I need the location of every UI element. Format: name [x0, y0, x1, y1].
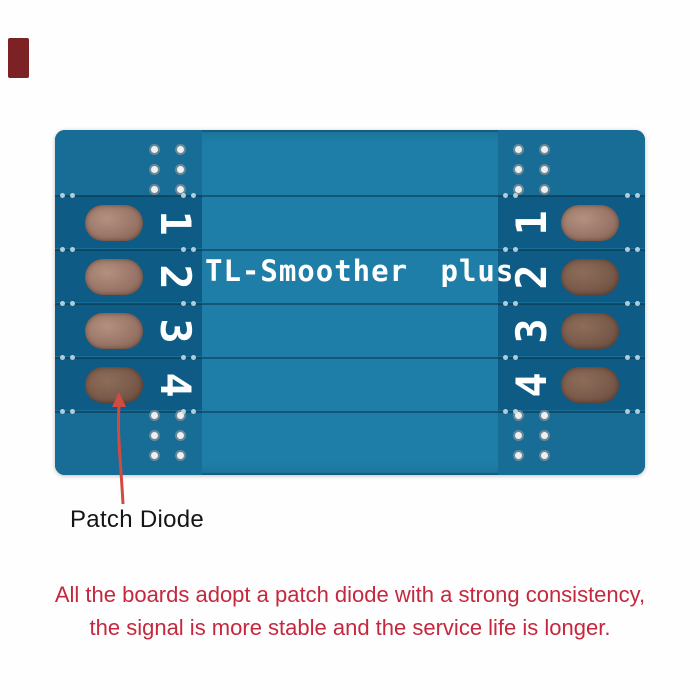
vcut-line: [55, 195, 645, 197]
via-dot: [175, 410, 186, 421]
pin-number-right-3: 3: [507, 318, 556, 344]
via-dot: [149, 184, 160, 195]
mouse-bite-dot: [503, 409, 508, 414]
via-dot: [513, 144, 524, 155]
via-dot: [175, 164, 186, 175]
via-dot: [175, 144, 186, 155]
board-title: TL-Smoother plus: [205, 254, 515, 288]
via-dot: [539, 450, 550, 461]
mouse-bite-dot: [70, 193, 75, 198]
pin-number-right-4: 4: [507, 372, 556, 398]
via-dot: [175, 430, 186, 441]
mouse-bite-dot: [181, 193, 186, 198]
vcut-line: [55, 249, 645, 251]
pcb-board: 1 2 3 4 1 2 3 4 TL-Smoother plus: [55, 130, 645, 475]
mouse-bite-dot: [60, 247, 65, 252]
pin-number-right-2: 2: [507, 264, 556, 290]
mouse-bite-dot: [60, 409, 65, 414]
mouse-bite-dot: [635, 193, 640, 198]
mouse-bite-dot: [60, 193, 65, 198]
mouse-bite-dot: [70, 409, 75, 414]
mouse-bite-dot: [503, 355, 508, 360]
mouse-bite-dot: [625, 355, 630, 360]
via-dot: [175, 450, 186, 461]
mouse-bite-dot: [513, 355, 518, 360]
mouse-bite-dot: [191, 247, 196, 252]
solder-pad-left-2: [85, 259, 143, 295]
vcut-line: [55, 411, 645, 413]
via-dot: [149, 164, 160, 175]
mouse-bite-dot: [191, 193, 196, 198]
mouse-bite-dot: [635, 247, 640, 252]
caption-line-2: the signal is more stable and the servic…: [89, 615, 611, 640]
mouse-bite-dot: [635, 301, 640, 306]
via-dot: [539, 164, 550, 175]
mouse-bite-dot: [635, 409, 640, 414]
mouse-bite-dot: [181, 301, 186, 306]
mouse-bite-dot: [191, 355, 196, 360]
patch-diode-label: Patch Diode: [70, 506, 205, 533]
mouse-bite-dot: [70, 355, 75, 360]
mouse-bite-dot: [191, 409, 196, 414]
via-dot: [175, 184, 186, 195]
via-dot: [149, 430, 160, 441]
mouse-bite-dot: [181, 247, 186, 252]
mouse-bite-dot: [625, 301, 630, 306]
annotation-arrow: [112, 392, 126, 504]
mouse-bite-dot: [181, 355, 186, 360]
solder-pad-right-2: [561, 259, 619, 295]
pin-number-right-1: 1: [507, 210, 556, 236]
mouse-bite-dot: [625, 247, 630, 252]
via-dot: [513, 184, 524, 195]
via-dot: [539, 410, 550, 421]
mouse-bite-dot: [181, 409, 186, 414]
pin-number-left-1: 1: [151, 210, 200, 236]
solder-pad-left-4: [85, 367, 143, 403]
caption: All the boards adopt a patch diode with …: [0, 578, 700, 644]
mouse-bite-dot: [503, 301, 508, 306]
mouse-bite-dot: [60, 301, 65, 306]
via-dot: [513, 450, 524, 461]
pin-number-left-4: 4: [151, 372, 200, 398]
mouse-bite-dot: [70, 247, 75, 252]
via-dot: [539, 144, 550, 155]
mouse-bite-dot: [513, 301, 518, 306]
mouse-bite-dot: [513, 193, 518, 198]
via-dot: [149, 450, 160, 461]
via-dot: [513, 410, 524, 421]
solder-pad-left-1: [85, 205, 143, 241]
mouse-bite-dot: [513, 247, 518, 252]
solder-pad-left-3: [85, 313, 143, 349]
mouse-bite-dot: [503, 193, 508, 198]
pin-number-left-3: 3: [151, 318, 200, 344]
mouse-bite-dot: [625, 193, 630, 198]
via-dot: [513, 430, 524, 441]
mouse-bite-dot: [513, 409, 518, 414]
via-dot: [149, 410, 160, 421]
mouse-bite-dot: [625, 409, 630, 414]
via-dot: [149, 144, 160, 155]
solder-pad-right-3: [561, 313, 619, 349]
mouse-bite-dot: [191, 301, 196, 306]
mouse-bite-dot: [60, 355, 65, 360]
mouse-bite-dot: [503, 247, 508, 252]
via-dot: [513, 164, 524, 175]
pin-number-left-2: 2: [151, 264, 200, 290]
solder-pad-right-1: [561, 205, 619, 241]
arrowhead-icon: [112, 392, 126, 407]
vcut-line: [55, 303, 645, 305]
mouse-bite-dot: [635, 355, 640, 360]
color-swatch-fragment: [8, 38, 29, 78]
solder-pad-right-4: [561, 367, 619, 403]
vcut-line: [55, 357, 645, 359]
mouse-bite-dot: [70, 301, 75, 306]
via-dot: [539, 184, 550, 195]
caption-line-1: All the boards adopt a patch diode with …: [54, 582, 646, 607]
via-dot: [539, 430, 550, 441]
